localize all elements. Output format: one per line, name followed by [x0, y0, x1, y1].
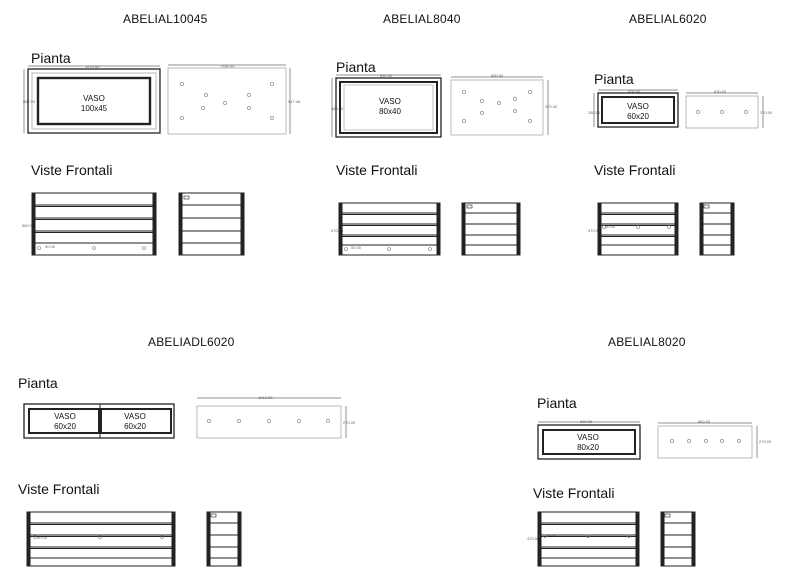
front-view	[597, 202, 679, 256]
dimension-text: 560.00	[22, 223, 35, 228]
front-view	[338, 202, 441, 256]
pianta-label: Pianta	[594, 71, 634, 87]
viste-frontali-label: Viste Frontali	[336, 162, 418, 178]
dimension-text: 830.00	[580, 419, 593, 424]
viste-frontali-label: Viste Frontali	[31, 162, 113, 178]
side-view	[660, 511, 696, 567]
dimension-text: 832.00	[380, 73, 393, 78]
pianta-label: Pianta	[31, 50, 71, 66]
dimension-text: 50.00	[45, 244, 56, 249]
side-view	[206, 511, 242, 567]
dimension-text: 470.00	[588, 228, 601, 233]
pianta-plan-view	[331, 74, 442, 138]
product-code: ABELIAL8020	[608, 335, 686, 349]
dimension-text: 480.00	[331, 106, 344, 111]
viste-frontali-label: Viste Frontali	[594, 162, 676, 178]
dimension-text: 270.00	[760, 110, 773, 115]
dimension-text: 270.00	[759, 439, 772, 444]
product-code: ABELIADL6020	[148, 335, 235, 349]
base-plate	[685, 92, 764, 129]
dimension-text: 470.40	[545, 104, 558, 109]
base-plate	[167, 64, 291, 135]
dimension-text: 680.50	[491, 73, 504, 78]
dimension-text: 1010.00	[258, 395, 273, 400]
front-view	[537, 511, 640, 567]
dimension-text: 50.00	[605, 224, 616, 229]
dimension-text: 547.46	[288, 99, 301, 104]
base-plate	[450, 76, 549, 136]
dimension-text: 1275.00	[85, 64, 100, 69]
pianta-label: Pianta	[537, 395, 577, 411]
pianta-plan-view	[23, 65, 161, 134]
product-code: ABELIAL8040	[383, 12, 461, 26]
dimension-text: 50.00	[351, 245, 362, 250]
base-plate	[657, 422, 758, 459]
dimension-text: 470.00	[527, 536, 540, 541]
side-view	[461, 202, 521, 256]
front-view	[31, 192, 157, 256]
pianta-plan-view	[593, 89, 679, 128]
product-code: ABELIAL10045	[123, 12, 208, 26]
dimension-text: 470.00	[331, 228, 344, 233]
dimension-text: 860.00	[698, 419, 711, 424]
base-plate	[196, 397, 347, 439]
front-view	[26, 511, 176, 567]
side-view	[178, 192, 245, 256]
dimension-text: 557.00	[23, 99, 36, 104]
dimension-text: 50.00	[37, 535, 48, 540]
viste-frontali-label: Viste Frontali	[18, 481, 100, 497]
product-code: ABELIAL6020	[629, 12, 707, 26]
pianta-plan-view	[537, 421, 641, 460]
viste-frontali-label: Viste Frontali	[533, 485, 615, 501]
dimension-text: 630.00	[714, 89, 727, 94]
pianta-label: Pianta	[336, 59, 376, 75]
side-view	[699, 202, 735, 256]
pianta-plan-view	[23, 403, 175, 439]
dimension-text: 270.00	[343, 420, 356, 425]
dimension-text: 600.00	[628, 89, 641, 94]
dimension-text: 1390.00	[220, 64, 235, 69]
pianta-label: Pianta	[18, 375, 58, 391]
